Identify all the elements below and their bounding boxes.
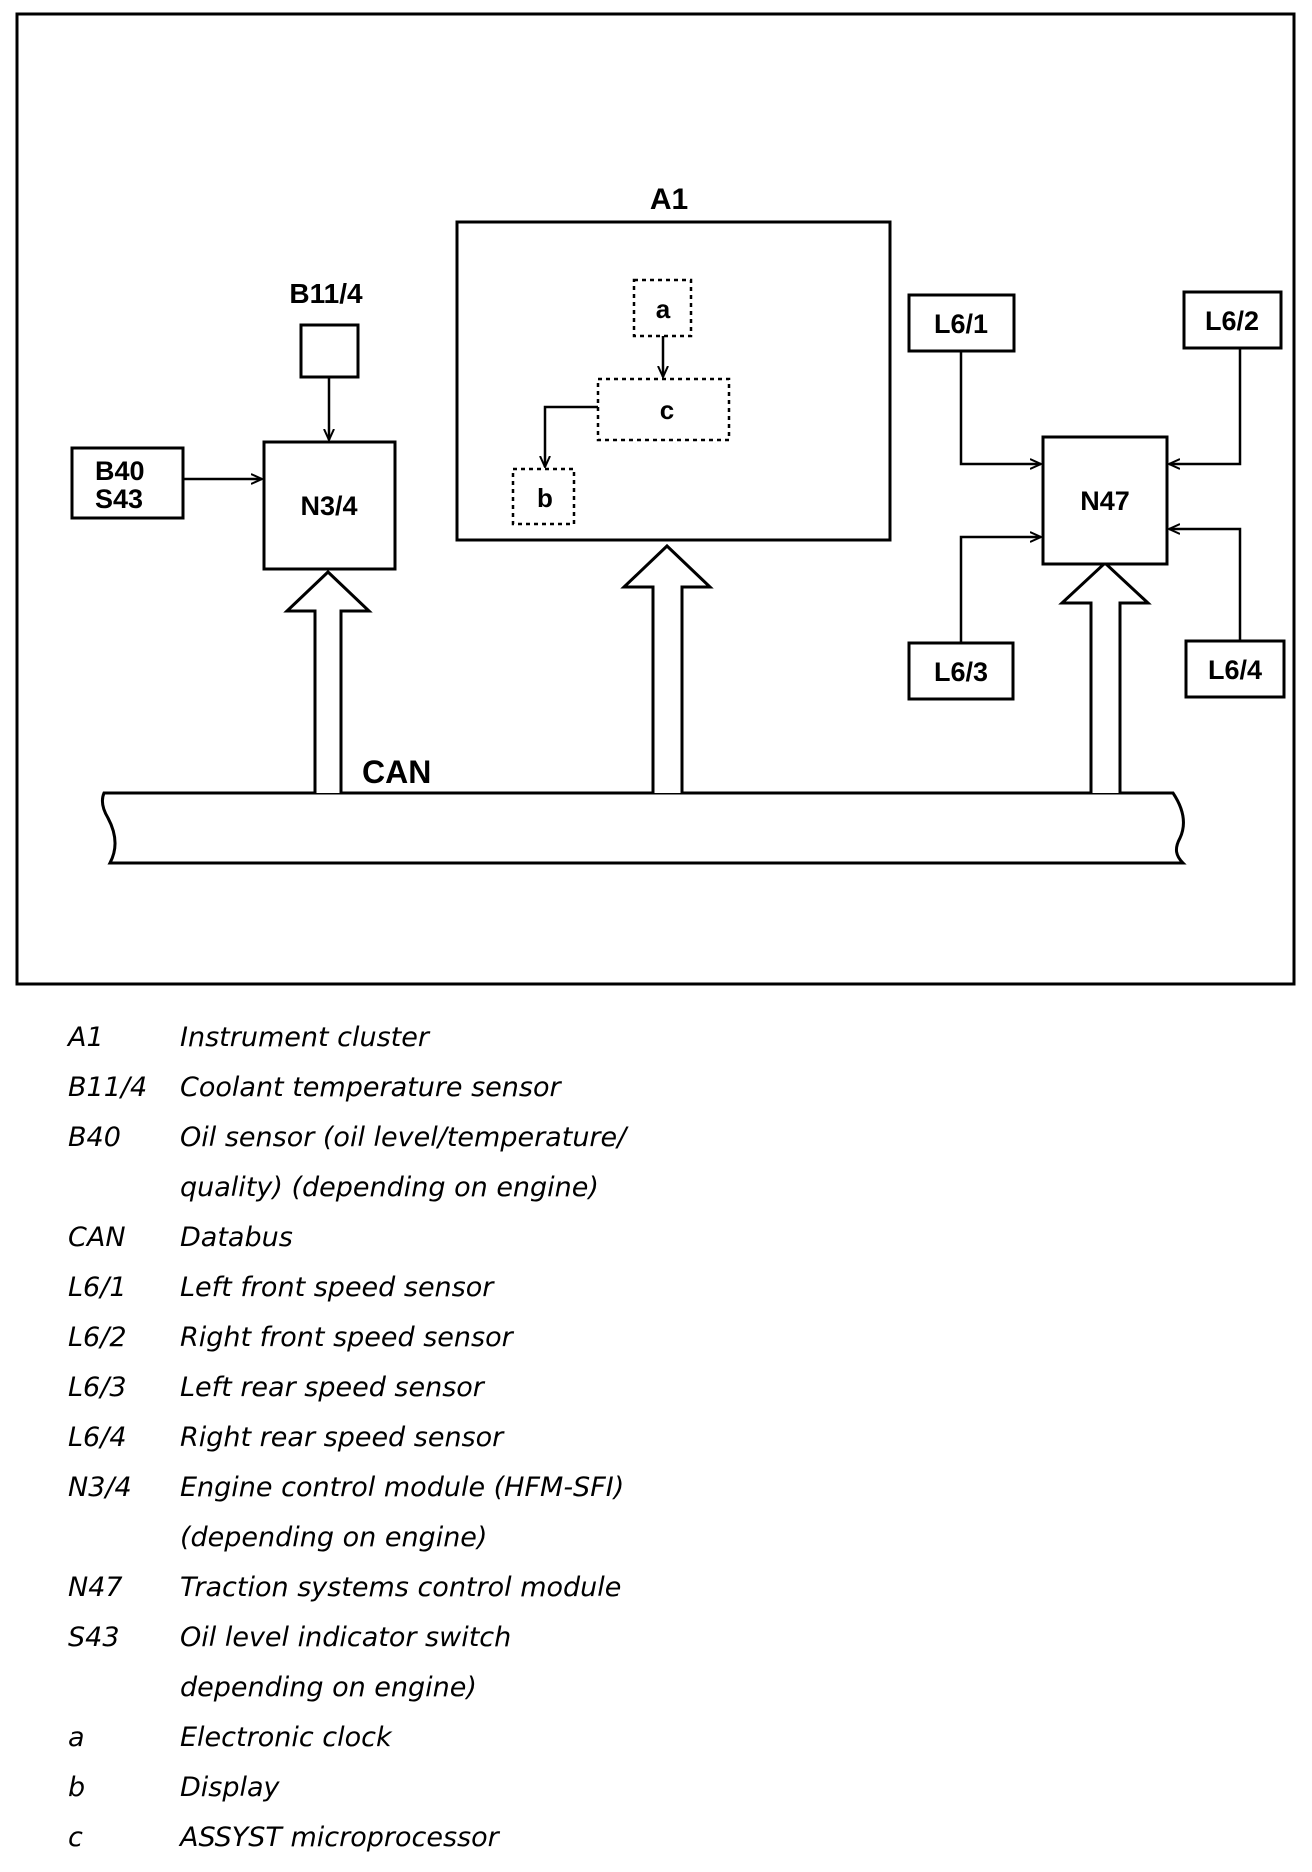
b11-4-box [299, 323, 360, 379]
legend-key: b [68, 1772, 86, 1803]
legend-key: L6/1 [68, 1272, 127, 1303]
legend-row: N3/4 Engine control module (HFM-SFI) [60, 1472, 960, 1522]
legend-row: L6/1 Left front speed sensor [60, 1272, 960, 1322]
legend-desc: (depending on engine) [180, 1522, 488, 1553]
b-label: b [537, 483, 553, 513]
legend-desc: ASSYST microprocessor [180, 1822, 499, 1853]
legend-row: L6/3 Left rear speed sensor [60, 1372, 960, 1422]
can-arrow-n3-4 [283, 569, 373, 793]
n3-4-box [262, 440, 397, 571]
legend-desc: Display [180, 1772, 280, 1803]
legend-row: CAN Databus [60, 1222, 960, 1272]
legend-desc: Electronic clock [180, 1722, 392, 1753]
c-label: c [660, 395, 674, 425]
legend-row: N47 Traction systems control module [60, 1572, 960, 1622]
legend-key: L6/3 [68, 1372, 127, 1403]
legend-key: c [68, 1822, 83, 1853]
legend-row: L6/2 Right front speed sensor [60, 1322, 960, 1372]
c-to-b-wire [545, 405, 598, 467]
legend-key: B40 [68, 1122, 121, 1153]
b40-label: B40 [95, 456, 145, 486]
l6-3-to-n47-wire [959, 537, 1041, 643]
n47-label: N47 [1080, 486, 1130, 516]
can-bus [100, 791, 1187, 865]
b11-4-label: B11/4 [289, 278, 363, 309]
block-diagram: N3/4 B11/4 B40 S43 A1 a c b N47 L6/1 L6/… [15, 12, 1296, 986]
legend-desc: Oil level indicator switch [180, 1622, 512, 1653]
legend: A1 Instrument cluster B11/4 Coolant temp… [60, 1022, 960, 1872]
legend-row-continued: depending on engine) [60, 1672, 960, 1722]
s43-label: S43 [95, 484, 143, 514]
legend-row: a Electronic clock [60, 1722, 960, 1772]
legend-desc: Left rear speed sensor [180, 1372, 484, 1403]
n3-4-label: N3/4 [300, 491, 357, 521]
legend-desc: Coolant temperature sensor [180, 1072, 561, 1103]
l6-2-box [1182, 290, 1283, 350]
legend-key: a [68, 1722, 85, 1753]
n47-box [1041, 435, 1169, 566]
a-box [632, 278, 693, 338]
legend-row: c ASSYST microprocessor [60, 1822, 960, 1872]
l6-1-label: L6/1 [934, 309, 988, 339]
legend-desc: Traction systems control module [180, 1572, 622, 1603]
legend-desc: Engine control module (HFM-SFI) [180, 1472, 625, 1503]
legend-row-continued: quality) (depending on engine) [60, 1172, 960, 1222]
legend-key: A1 [68, 1022, 104, 1053]
can-label: CAN [362, 754, 431, 790]
can-arrow-n47 [1058, 560, 1152, 793]
l6-2-to-n47-wire [1169, 348, 1242, 464]
legend-desc: Right front speed sensor [180, 1322, 513, 1353]
b-box [511, 467, 576, 526]
a-label: a [656, 294, 671, 324]
l6-2-label: L6/2 [1205, 306, 1259, 336]
legend-row: L6/4 Right rear speed sensor [60, 1422, 960, 1472]
a1-label: A1 [650, 183, 688, 216]
can-arrow-a1 [620, 543, 714, 793]
legend-key: L6/2 [68, 1322, 127, 1353]
legend-key: S43 [68, 1622, 120, 1653]
b40-s43-box [70, 446, 185, 520]
l6-3-label: L6/3 [934, 657, 988, 687]
legend-key: B11/4 [68, 1072, 148, 1103]
legend-desc: Left front speed sensor [180, 1272, 494, 1303]
l6-3-box [907, 641, 1015, 701]
legend-row: S43 Oil level indicator switch [60, 1622, 960, 1672]
legend-desc: quality) (depending on engine) [180, 1172, 599, 1203]
l6-4-to-n47-wire [1169, 529, 1242, 641]
diagram-frame [15, 12, 1296, 986]
legend-desc: depending on engine) [180, 1672, 477, 1703]
legend-key: N47 [68, 1572, 123, 1603]
legend-row: B40 Oil sensor (oil level/temperature/ [60, 1122, 960, 1172]
l6-4-label: L6/4 [1208, 655, 1262, 685]
legend-desc: Oil sensor (oil level/temperature/ [180, 1122, 627, 1153]
c-box [596, 377, 731, 442]
legend-key: N3/4 [68, 1472, 132, 1503]
legend-desc: Databus [180, 1222, 293, 1253]
legend-row: B11/4 Coolant temperature sensor [60, 1072, 960, 1122]
l6-4-box [1184, 639, 1286, 699]
l6-1-to-n47-wire [959, 351, 1041, 464]
legend-row: b Display [60, 1772, 960, 1822]
legend-desc: Right rear speed sensor [180, 1422, 504, 1453]
legend-desc: Instrument cluster [180, 1022, 429, 1053]
legend-row-continued: (depending on engine) [60, 1522, 960, 1572]
legend-key: L6/4 [68, 1422, 127, 1453]
legend-row: A1 Instrument cluster [60, 1022, 960, 1072]
legend-key: CAN [68, 1222, 126, 1253]
